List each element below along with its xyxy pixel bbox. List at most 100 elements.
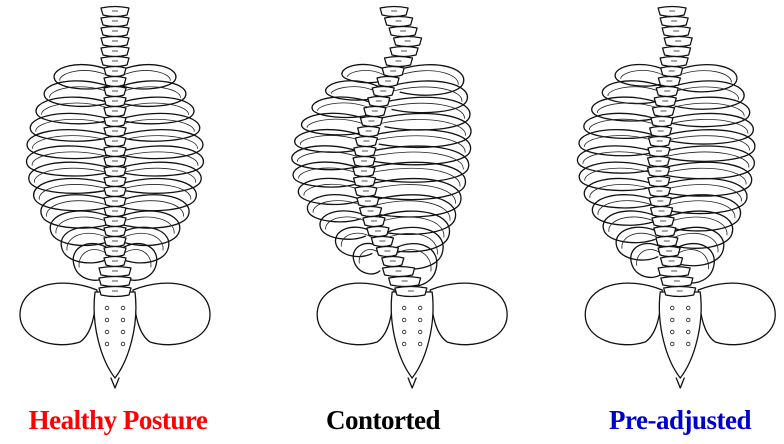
vertebra [661,67,683,77]
rib-edge [621,70,663,79]
rib [121,97,194,124]
vertebra [663,47,691,57]
vertebra [389,277,421,287]
vertebra [360,207,382,217]
vertebra [371,237,393,247]
vertebra [652,107,674,117]
rib-edge [123,233,163,250]
vertebra [661,277,693,287]
vertebra [664,287,696,297]
vertebra [376,247,398,257]
vertebra [656,237,678,247]
vertebra [648,187,670,197]
rib [398,65,464,96]
vertebra [355,187,377,197]
pre-adjusted-caption: Pre-adjusted [580,402,780,438]
vertebra [353,157,375,167]
vertebra [380,7,408,17]
rib-edge [331,87,376,94]
vertebra [104,227,126,237]
left-ilium [585,283,662,345]
contorted-spine-illustration [268,0,513,390]
healthy-posture-caption: Healthy Posture [0,402,236,438]
vertebra [104,167,126,177]
coccyx [408,378,416,388]
healthy-posture-skeleton [10,0,220,390]
contorted-caption: Contorted [278,402,488,438]
rib [36,97,109,124]
coccyx [111,378,119,388]
vertebra [360,117,382,127]
rib-edge [56,217,107,234]
vertebra [363,217,385,227]
vertebra [104,157,126,167]
right-ilium [698,283,775,345]
vertebra [654,97,676,107]
rib-edge [123,217,174,234]
rib [54,65,109,89]
vertebra [367,227,389,237]
rib [30,113,109,141]
vertebra [648,157,670,167]
vertebra [368,97,390,107]
vertebra [377,77,399,87]
vertebra [658,7,686,17]
vertebra [104,187,126,197]
rib [577,146,652,173]
rib [677,65,737,92]
rib-edge [671,217,727,235]
coccyx [676,378,684,388]
rib [121,113,200,141]
rib [584,113,656,138]
rib-edge [608,87,660,96]
vertebra [101,47,129,57]
vertebra [104,207,126,217]
vertebra [658,267,690,277]
rib [602,81,661,104]
rib [44,81,109,106]
vertebra [101,7,129,17]
right-ilium [430,283,507,345]
rib [121,81,186,106]
vertebra [660,57,688,67]
vertebra [99,267,131,277]
vertebra [651,207,673,217]
vertebra [658,247,680,257]
vertebra [353,167,375,177]
vertebra [104,147,126,157]
vertebra [394,37,422,47]
vertebra [354,177,376,187]
vertebra [104,117,126,127]
rib-edge [307,119,363,128]
vertebra [104,127,126,137]
vertebra [358,127,380,137]
vertebra [355,137,377,147]
rib-edge [123,250,151,268]
vertebra [104,97,126,107]
vertebra [104,107,126,117]
sacrum [94,292,136,378]
vertebra [648,177,670,187]
rib-edge [67,233,107,250]
left-ilium [20,283,97,345]
rib [298,178,359,204]
vertebra [104,217,126,227]
vertebra [383,267,415,277]
rib [121,162,201,193]
rib-edge [585,136,652,147]
vertebra [662,27,690,37]
rib-edge [79,250,107,268]
vertebra [104,197,126,207]
vertebra [382,67,404,77]
vertebra [648,147,670,157]
rib [667,195,741,231]
vertebra [104,237,126,247]
left-ilium [317,283,394,345]
vertebra [660,17,688,27]
rib-edge [300,136,359,145]
vertebra [354,147,376,157]
sacrum [391,292,433,378]
vertebra [104,87,126,97]
rib-edge [597,103,656,113]
